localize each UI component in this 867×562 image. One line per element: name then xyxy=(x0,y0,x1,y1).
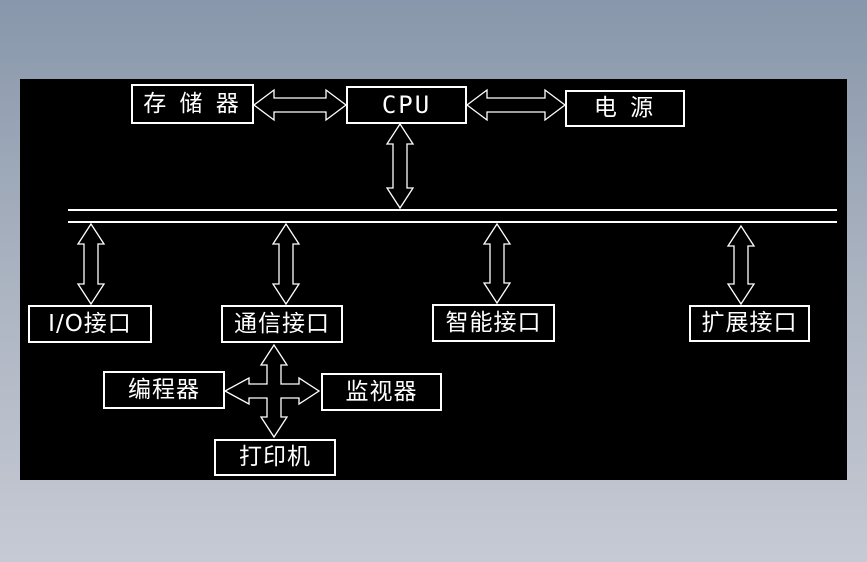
arrow-cpu-power xyxy=(465,88,567,122)
arrow-comm-peripherals xyxy=(223,343,321,439)
node-memory: 存 储 器 xyxy=(131,84,254,124)
node-printer: 打印机 xyxy=(214,439,336,476)
node-smart-interface: 智能接口 xyxy=(432,304,555,342)
node-monitor: 监视器 xyxy=(321,373,442,411)
arrow-bus-expand xyxy=(726,224,756,306)
arrow-bus-comm xyxy=(271,222,301,306)
node-comm-interface: 通信接口 xyxy=(221,305,343,343)
node-programmer: 编程器 xyxy=(103,371,225,409)
node-cpu: CPU xyxy=(346,86,467,124)
connector-layer xyxy=(68,88,837,439)
node-power: 电 源 xyxy=(565,90,685,127)
arrow-cpu-bus xyxy=(385,122,415,210)
diagram-canvas: 存 储 器 CPU 电 源 I/O接口 通信接口 智能接口 扩展接口 编程器 监… xyxy=(20,79,847,480)
arrow-bus-smart xyxy=(482,222,512,305)
node-io-interface: I/O接口 xyxy=(28,305,152,343)
arrow-memory-cpu xyxy=(252,88,348,122)
node-expand-interface: 扩展接口 xyxy=(689,305,810,342)
arrow-bus-io xyxy=(76,222,106,306)
